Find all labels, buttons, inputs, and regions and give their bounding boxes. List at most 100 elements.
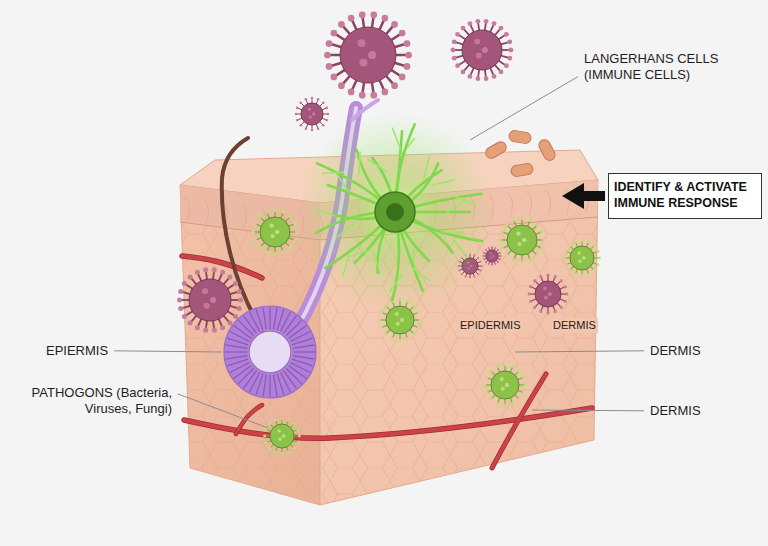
pathogen-knob — [507, 56, 512, 61]
pathogen-knob — [574, 240, 577, 243]
pathogen-knob — [326, 40, 333, 47]
coil-stripe — [289, 326, 307, 339]
pathogen-texture — [522, 238, 526, 242]
pathogen-knob — [338, 21, 345, 28]
pathogen-knob — [500, 230, 504, 234]
pathogen-texture — [368, 51, 376, 59]
pathogen-texture — [210, 297, 216, 303]
pathogen-texture — [308, 108, 311, 111]
pathogen-knob — [382, 15, 389, 22]
pathogen-texture — [522, 238, 526, 242]
pathogen-knob — [481, 265, 483, 267]
pathogen-knob — [322, 101, 325, 104]
coil-stripe — [293, 351, 315, 352]
pathogen-knob — [497, 261, 499, 263]
pathogen-texture — [275, 230, 279, 234]
pathogen-knob — [568, 269, 571, 272]
pathogen-knob — [512, 258, 516, 262]
fungal-spore — [483, 363, 527, 407]
pathogen-knob — [564, 250, 567, 253]
pathogen-body — [260, 217, 290, 247]
pathogen-knob — [563, 257, 566, 260]
pathogen-knob — [528, 292, 531, 295]
coil-stripe — [234, 326, 252, 339]
coil-stripe — [277, 374, 284, 395]
coil-stripe — [225, 351, 247, 352]
pathogen-knob — [251, 230, 255, 234]
pathogen-knob — [227, 274, 232, 279]
pathogen-texture — [309, 115, 312, 118]
pathogen-knob — [489, 369, 492, 372]
pathogen-knob — [265, 210, 269, 214]
pathogen-knob — [203, 267, 208, 272]
pathogen-knob — [499, 258, 501, 260]
pathogen-knob — [405, 52, 412, 59]
pathogen-knob — [489, 398, 492, 401]
pathogen-knob — [560, 279, 563, 282]
pathogen-knob — [322, 124, 325, 127]
pathogen-texture — [360, 59, 368, 67]
dendrite-branch — [424, 157, 429, 178]
pathogen-texture — [544, 296, 548, 300]
coil-stripe — [256, 309, 263, 330]
pathogen-knob — [593, 244, 596, 247]
pathogen-knob — [546, 274, 549, 277]
dendrite-branch — [392, 128, 400, 148]
callout-box: IDENTIFY & ACTIVATE IMMUNE RESPONSE — [608, 173, 762, 218]
pathogen-knob — [281, 417, 284, 420]
pathogen-texture — [278, 429, 281, 432]
pathogen-knob — [264, 428, 267, 431]
pathogen-texture — [400, 318, 404, 322]
virus-particle — [451, 19, 514, 81]
pathogen-knob — [461, 70, 466, 75]
pathogen-texture — [577, 251, 580, 254]
leader-line — [532, 410, 644, 412]
pathogen-texture — [475, 39, 481, 45]
pathogen-knob — [212, 328, 217, 333]
pathogen-knob — [348, 89, 355, 96]
pathogen-knob — [503, 404, 506, 407]
pathogen-knob — [503, 363, 506, 366]
pathogen-knob — [305, 98, 308, 101]
pathogen-knob — [258, 215, 262, 219]
pathogen-knob — [560, 306, 563, 309]
pathogen-texture — [474, 39, 480, 45]
dendrite-branch — [455, 196, 475, 204]
pathogen-texture — [482, 47, 488, 53]
coil-stripe — [286, 368, 302, 384]
dendrite-branch — [453, 240, 466, 258]
pathogen-knob — [492, 74, 497, 79]
pathogen-knob — [299, 124, 302, 127]
coil-stripe — [289, 366, 307, 379]
pathogen-knob — [480, 269, 482, 271]
pathogen-knob — [511, 402, 514, 405]
pathogen-texture — [490, 253, 492, 255]
pathogen-knob — [398, 339, 401, 342]
coil-stripe — [293, 356, 315, 359]
pathogen-texture — [368, 51, 376, 59]
pathogen-knob — [587, 273, 590, 276]
pathogen-texture — [312, 113, 315, 116]
pathogen-knob — [378, 318, 381, 321]
pathogen-knob — [485, 391, 488, 394]
pathogen-texture — [490, 257, 492, 259]
pathogen-texture — [210, 297, 216, 303]
pathogen-knob — [182, 314, 187, 319]
pathogen-knob — [330, 30, 337, 37]
pathogen-texture — [269, 224, 273, 228]
coil-stripe — [269, 375, 270, 397]
coil-stripe — [292, 338, 313, 345]
part-label: DERMIS — [648, 402, 703, 420]
pathogen-knob — [475, 76, 480, 81]
pathogen-knob — [507, 39, 512, 44]
part-label: DERMIS — [551, 318, 598, 333]
pathogen-texture — [358, 39, 366, 47]
pathogen-knob — [499, 252, 501, 254]
pathogen-knob — [452, 39, 457, 44]
pathogen-knob — [289, 246, 293, 250]
dendrite-branch — [390, 274, 403, 292]
virus-particle — [295, 97, 330, 132]
pathogen-knob — [311, 129, 314, 132]
pathogen-knob — [473, 276, 475, 278]
